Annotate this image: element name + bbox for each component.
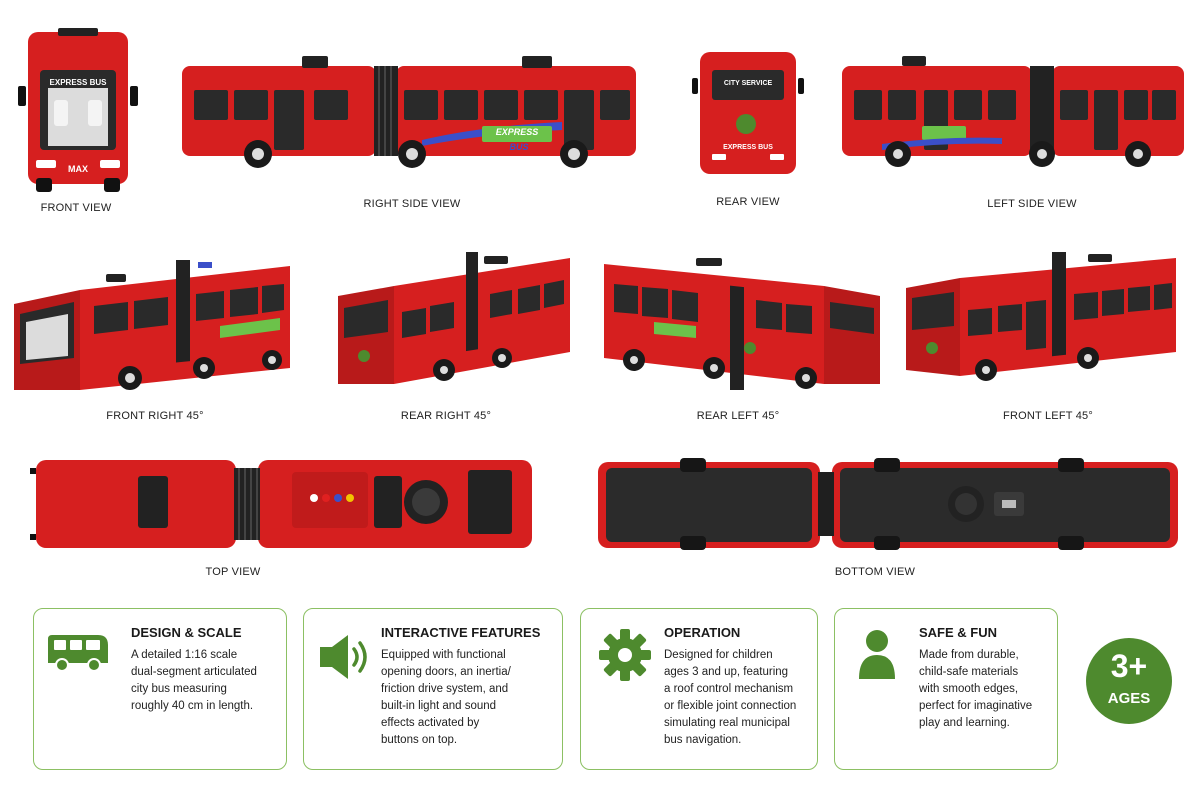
age-badge: 3+ AGES <box>1086 638 1172 724</box>
caption-bottom-view: BOTTOM VIEW <box>834 566 916 578</box>
rear-view-image: CITY SERVICE EXPRESS BUS <box>692 48 804 180</box>
front-right-45-image <box>10 260 294 400</box>
person-icon <box>857 629 897 686</box>
feature-card-operation: OPERATION Designed for children ages 3 a… <box>580 608 818 770</box>
age-value: 3+ <box>1110 648 1148 684</box>
left-side-view-image <box>842 52 1186 170</box>
feature-card-interactive: INTERACTIVE FEATURES Equipped with funct… <box>303 608 563 770</box>
side-logo-top: EXPRESS <box>495 127 539 137</box>
feature-card-design-scale: DESIGN & SCALE A detailed 1:16 scale dua… <box>33 608 287 770</box>
caption-right-side-view: RIGHT SIDE VIEW <box>363 198 461 210</box>
feature-description: Designed for children ages 3 and up, fea… <box>664 649 797 746</box>
front-plate: MAX <box>68 164 88 174</box>
speaker-icon <box>316 631 372 688</box>
rear-label: EXPRESS BUS <box>723 144 773 151</box>
caption-front-left-45: FRONT LEFT 45° <box>1003 410 1093 422</box>
rear-right-45-image <box>334 252 574 392</box>
top-view-image <box>30 454 538 554</box>
front-view-image: EXPRESS BUS MAX <box>18 28 138 194</box>
feature-title: DESIGN & SCALE <box>131 625 242 640</box>
rear-left-45-image <box>600 256 884 390</box>
caption-left-side-view: LEFT SIDE VIEW <box>987 198 1077 210</box>
feature-description: A detailed 1:16 scale dual-segment artic… <box>131 649 257 712</box>
front-sign: EXPRESS BUS <box>49 78 107 87</box>
bus-icon <box>46 631 110 680</box>
caption-front-right-45: FRONT RIGHT 45° <box>106 410 204 422</box>
caption-top-view: TOP VIEW <box>205 566 261 578</box>
gear-icon <box>597 627 653 688</box>
age-label: AGES <box>1107 690 1151 707</box>
caption-front-view: FRONT VIEW <box>40 202 112 214</box>
caption-rear-right-45: REAR RIGHT 45° <box>400 410 492 422</box>
bottom-view-image <box>596 456 1180 552</box>
feature-description: Equipped with functional opening doors, … <box>381 649 511 746</box>
feature-description: Made from durable, child-safe materials … <box>919 649 1033 729</box>
caption-rear-left-45: REAR LEFT 45° <box>696 410 780 422</box>
front-left-45-image <box>902 252 1180 390</box>
feature-title: OPERATION <box>664 625 741 640</box>
side-logo-bottom: BUS <box>509 142 529 152</box>
feature-title: SAFE & FUN <box>919 625 997 640</box>
rear-sign: CITY SERVICE <box>723 80 773 87</box>
feature-card-safe-fun: SAFE & FUN Made from durable, child-safe… <box>834 608 1058 770</box>
caption-rear-view: REAR VIEW <box>716 196 780 208</box>
feature-title: INTERACTIVE FEATURES <box>381 625 541 640</box>
right-side-view-image: EXPRESS BUS <box>182 52 638 170</box>
